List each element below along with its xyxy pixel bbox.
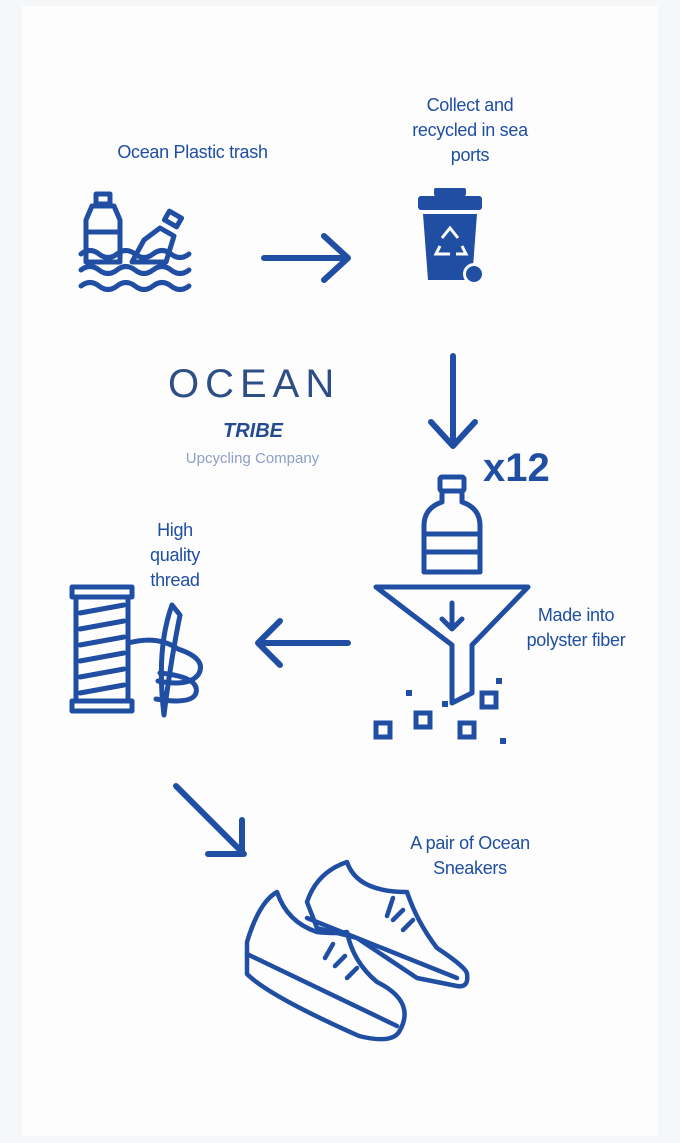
recycle-bin-icon <box>418 188 485 285</box>
funnel-icon <box>373 584 531 744</box>
logo-ocean: OCEAN <box>168 362 341 406</box>
infographic-panel <box>22 6 658 1136</box>
plastic-bottle-icon <box>421 474 483 575</box>
label-polyester: Made into polyster fiber <box>526 605 626 650</box>
label-ocean-plastic: Ocean Plastic trash <box>117 142 268 162</box>
ocean-bottles-icon <box>78 191 192 292</box>
label-thread: High quality thread <box>150 520 200 590</box>
sneakers-icon <box>244 859 470 1042</box>
logo-tagline: Upcycling Company <box>185 450 320 467</box>
label-collect: Collect and recycled in sea ports <box>412 95 528 165</box>
logo-tribe: TRIBE <box>223 420 283 442</box>
arrow-down-icon <box>428 353 478 449</box>
label-sneakers: A pair of Ocean Sneakers <box>410 833 530 878</box>
arrow-left-icon <box>255 618 351 668</box>
arrow-diagonal-icon <box>173 783 247 857</box>
arrow-right-icon <box>261 233 351 283</box>
thread-spool-icon <box>69 584 203 718</box>
label-x12: x12 <box>483 446 550 490</box>
